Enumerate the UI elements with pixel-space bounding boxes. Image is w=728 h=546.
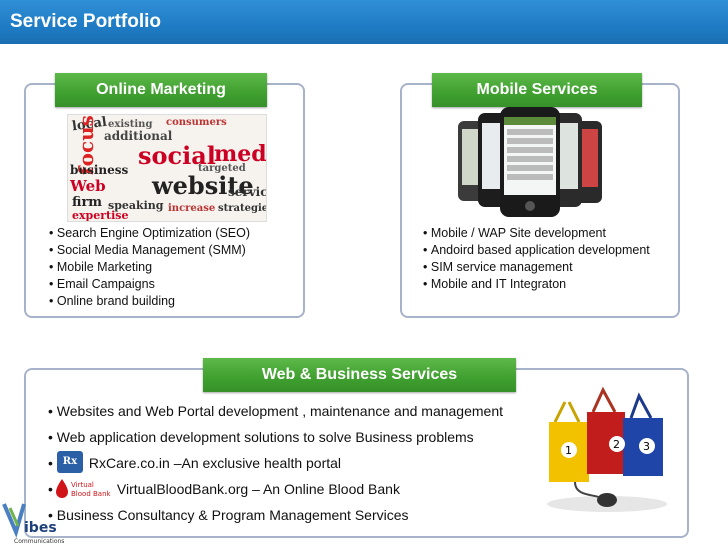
web-business-tag: Web & Business Services — [203, 358, 516, 392]
list-item: • Websites and Web Portal development , … — [48, 403, 503, 419]
list-item: Mobile / WAP Site development — [423, 225, 650, 242]
list-item: Search Engine Optimization (SEO) — [49, 225, 250, 242]
online-marketing-list: Search Engine Optimization (SEO) Social … — [49, 225, 250, 310]
list-item: Mobile and IT Integraton — [423, 276, 650, 293]
list-item: Mobile Marketing — [49, 259, 250, 276]
vibes-logo: ibes Communications — [2, 503, 64, 545]
social-media-word-cloud-image: local existing consumers additional focu… — [67, 114, 267, 222]
list-item: Social Media Management (SMM) — [49, 242, 250, 259]
svg-text:2: 2 — [613, 438, 620, 451]
svg-text:Virtual: Virtual — [71, 481, 94, 489]
svg-text:1: 1 — [565, 444, 572, 457]
list-item: • Business Consultancy & Program Managem… — [48, 507, 409, 523]
page-title: Service Portfolio — [0, 0, 728, 44]
mobile-services-list: Mobile / WAP Site development Andoird ba… — [423, 225, 650, 293]
online-marketing-tag: Online Marketing — [55, 73, 267, 107]
list-item: Email Campaigns — [49, 276, 250, 293]
smartphones-image — [458, 107, 602, 217]
list-item: Online brand building — [49, 293, 250, 310]
mobile-services-tag: Mobile Services — [432, 73, 642, 107]
logo-subtext: Communications — [14, 538, 64, 545]
svg-text:Blood Bank: Blood Bank — [71, 490, 111, 498]
virtual-blood-bank-logo-icon: VirtualBlood Bank — [55, 479, 111, 499]
list-item: • Web application development solutions … — [48, 429, 474, 445]
logo-text: ibes — [24, 520, 57, 536]
svg-text:3: 3 — [643, 440, 650, 453]
list-item: Andoird based application development — [423, 242, 650, 259]
rxcare-logo-icon: Rx — [56, 451, 83, 474]
web-business-list: • Websites and Web Portal development , … — [48, 398, 503, 528]
list-item: SIM service management — [423, 259, 650, 276]
shopping-bags-image: 1 2 3 — [547, 386, 667, 512]
